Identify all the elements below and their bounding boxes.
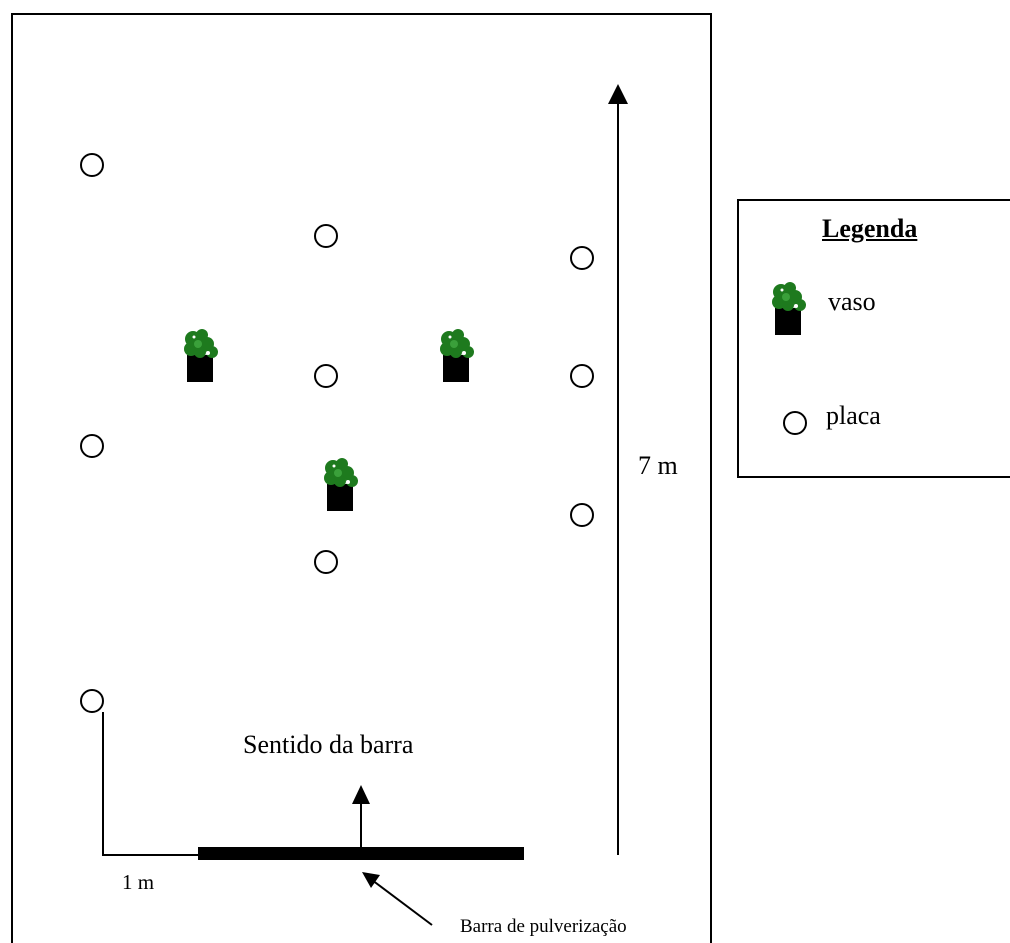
bar-pointer-line: [371, 879, 433, 926]
plates: [80, 153, 594, 713]
spacing-label: 1 m: [122, 870, 155, 894]
direction-label: Sentido da barra: [243, 730, 414, 759]
pot-icon: [772, 282, 806, 335]
plate: [570, 503, 594, 527]
spacing-bracket: [102, 712, 198, 856]
plate: [80, 434, 104, 458]
bar-pointer-head: [362, 872, 380, 888]
length-label: 7 m: [638, 451, 678, 480]
pot-icon: [184, 329, 218, 382]
plate-icon: [783, 411, 807, 435]
spray-bar-label: Barra de pulverização: [460, 916, 627, 937]
legend-plate-label: placa: [826, 401, 881, 430]
plate: [314, 364, 338, 388]
plate: [314, 550, 338, 574]
length-arrow-head: [608, 84, 628, 104]
pot-icon: [440, 329, 474, 382]
plate: [570, 246, 594, 270]
field-border: [11, 13, 712, 943]
plate: [80, 153, 104, 177]
legend-box: [737, 199, 1010, 478]
legend-title: Legenda: [822, 214, 918, 243]
legend-pot-label: vaso: [828, 287, 876, 316]
plate: [570, 364, 594, 388]
plate: [314, 224, 338, 248]
pot-icon: [324, 458, 358, 511]
spray-bar: [198, 847, 524, 860]
plate: [80, 689, 104, 713]
direction-arrow-head: [352, 785, 370, 804]
